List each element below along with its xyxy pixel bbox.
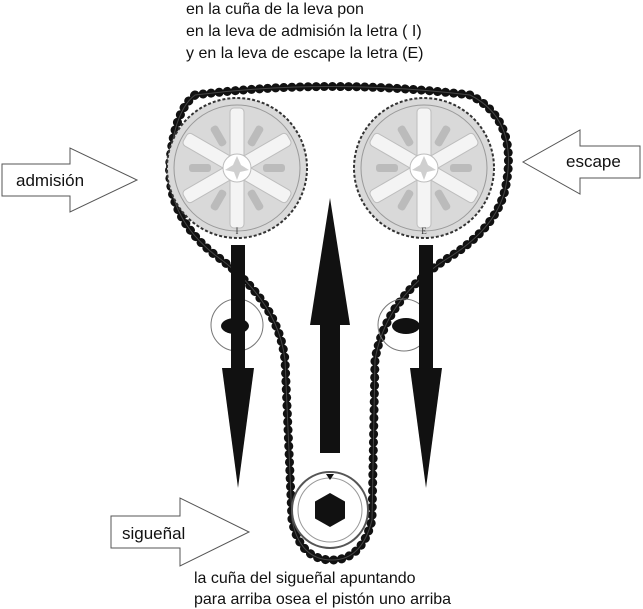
crankshaft-hex-hub	[315, 493, 345, 527]
top-note-line-3: y en la leva de escape la letra (E)	[186, 45, 423, 62]
intake-cam-gear: I	[166, 97, 308, 239]
crankshaft-callout-arrow	[110, 497, 251, 567]
intake-gear-spokes	[182, 107, 292, 229]
exhaust-gear-spokes	[369, 107, 479, 229]
intake-callout-label: admisión	[16, 171, 84, 190]
exhaust-cam-gear: E	[353, 97, 495, 239]
top-note-line-2: en la leva de admisión la letra ( I)	[186, 23, 422, 40]
intake-callout: admisión	[1, 147, 139, 213]
intake-down-arrow	[222, 245, 254, 488]
crankshaft-key-mark	[326, 474, 334, 480]
bottom-note-line-1: la cuña del sigueñal apuntando	[194, 570, 416, 587]
center-up-arrow	[310, 198, 350, 453]
intake-mark-letter: I	[236, 226, 239, 236]
timing-chain	[165, 82, 513, 565]
bottom-note-line-2: para arriba osea el pistón uno arriba	[194, 591, 451, 608]
crankshaft-sprocket	[291, 471, 369, 549]
chain-inner-line	[169, 86, 509, 561]
exhaust-callout: escape	[521, 129, 641, 195]
intake-callout-arrow	[1, 147, 139, 213]
exhaust-down-arrow	[410, 245, 442, 488]
top-note-line-1: en la cuña de la leva pon	[186, 1, 364, 18]
top-instructions: en la cuña de la leva pon en la leva de …	[186, 1, 423, 62]
crankshaft-callout: sigueñal	[110, 497, 251, 567]
exhaust-callout-arrow	[521, 129, 641, 195]
bottom-instructions: la cuña del sigueñal apuntando para arri…	[194, 570, 451, 608]
crankshaft-callout-label: sigueñal	[122, 524, 185, 543]
exhaust-mark-letter: E	[421, 226, 427, 236]
exhaust-callout-label: escape	[566, 152, 621, 171]
